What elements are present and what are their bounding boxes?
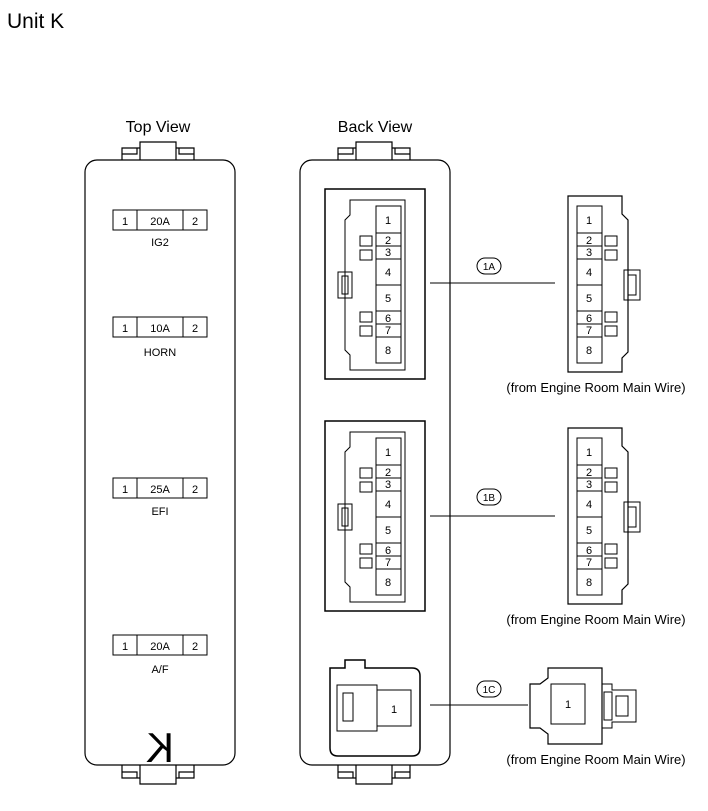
pin-label: 1 xyxy=(385,215,391,227)
fuse-pin-left: 1 xyxy=(122,484,128,496)
pin-label: 3 xyxy=(385,247,391,259)
fuse-pin-right: 2 xyxy=(192,641,198,653)
fuse-rating: 20A xyxy=(150,641,170,653)
pin-label: 2 xyxy=(385,235,391,247)
pin-label: 4 xyxy=(586,499,592,511)
pin-label: 1 xyxy=(565,699,571,711)
pin-label: 5 xyxy=(385,293,391,305)
pin-label: 2 xyxy=(586,235,592,247)
fuse-ig2: 1 20A 2 IG2 xyxy=(112,209,208,249)
badge-1b: 1B xyxy=(476,488,502,506)
connector-id: 1C xyxy=(483,685,496,696)
pin-label: 3 xyxy=(586,479,592,491)
pin-label: 4 xyxy=(385,267,391,279)
pin-label: 5 xyxy=(586,525,592,537)
pin-label: 6 xyxy=(586,545,592,557)
connector-1c-panel: 1 xyxy=(329,659,421,757)
pin-label: 7 xyxy=(385,325,391,337)
fuse-pin-left: 1 xyxy=(122,216,128,228)
pin-label: 8 xyxy=(385,577,391,589)
pin-label: 7 xyxy=(586,325,592,337)
pin-label: 7 xyxy=(385,557,391,569)
pin-label: 1 xyxy=(391,704,397,716)
fuse-name: HORN xyxy=(144,347,176,359)
back-view-label: Back View xyxy=(338,119,413,136)
fuse-name: EFI xyxy=(151,506,168,518)
fuse-rating: 25A xyxy=(150,484,170,496)
back-view-panel xyxy=(299,141,451,785)
fuse-rating: 10A xyxy=(150,323,170,335)
unit-letter-mark: K xyxy=(146,724,174,771)
connector-id: 1A xyxy=(483,262,496,273)
external-connector-1b: 1 2 3 4 5 6 7 8 xyxy=(567,427,641,605)
fuse-pin-right: 2 xyxy=(192,323,198,335)
pin-label: 1 xyxy=(586,215,592,227)
pin-label: 5 xyxy=(385,525,391,537)
pin-label: 1 xyxy=(385,447,391,459)
connector-1a-panel: 1 2 3 4 5 6 7 8 xyxy=(324,188,426,380)
badge-1c: 1C xyxy=(476,680,502,698)
pin-label: 8 xyxy=(586,345,592,357)
top-view-panel xyxy=(84,141,236,785)
connector-1c-source: (from Engine Room Main Wire) xyxy=(506,752,685,767)
badge-1a: 1A xyxy=(476,257,502,275)
fuse-horn: 1 10A 2 HORN xyxy=(112,316,208,359)
pin-label: 1 xyxy=(586,447,592,459)
fuse-pin-right: 2 xyxy=(192,484,198,496)
connector-1b-panel: 1 2 3 4 5 6 7 8 xyxy=(324,420,426,612)
fuse-rating: 20A xyxy=(150,216,170,228)
page-title: Unit K xyxy=(7,10,64,33)
pin-label: 4 xyxy=(586,267,592,279)
pin-label: 7 xyxy=(586,557,592,569)
pin-label: 5 xyxy=(586,293,592,305)
connector-1b-source: (from Engine Room Main Wire) xyxy=(506,612,685,627)
fuse-name: IG2 xyxy=(151,237,169,249)
connector-1a-source: (from Engine Room Main Wire) xyxy=(506,380,685,395)
fuse-pin-left: 1 xyxy=(122,323,128,335)
fuse-efi: 1 25A 2 EFI xyxy=(112,477,208,518)
top-view-label: Top View xyxy=(126,119,191,136)
pin-label: 6 xyxy=(385,545,391,557)
connector-id: 1B xyxy=(483,493,496,504)
external-connector-1c: 1 xyxy=(529,667,637,745)
pin-label: 4 xyxy=(385,499,391,511)
external-connector-1a: 1 2 3 4 5 6 7 8 xyxy=(567,195,641,373)
pin-label: 8 xyxy=(385,345,391,357)
pin-label: 2 xyxy=(385,467,391,479)
pin-label: 3 xyxy=(385,479,391,491)
fuse-name: A/F xyxy=(151,664,168,676)
fuse-af: 1 20A 2 A/F xyxy=(112,634,208,676)
pin-label: 6 xyxy=(586,313,592,325)
pin-label: 2 xyxy=(586,467,592,479)
fuse-pin-left: 1 xyxy=(122,641,128,653)
pin-label: 3 xyxy=(586,247,592,259)
fuse-pin-right: 2 xyxy=(192,216,198,228)
pin-label: 8 xyxy=(586,577,592,589)
pin-label: 6 xyxy=(385,313,391,325)
